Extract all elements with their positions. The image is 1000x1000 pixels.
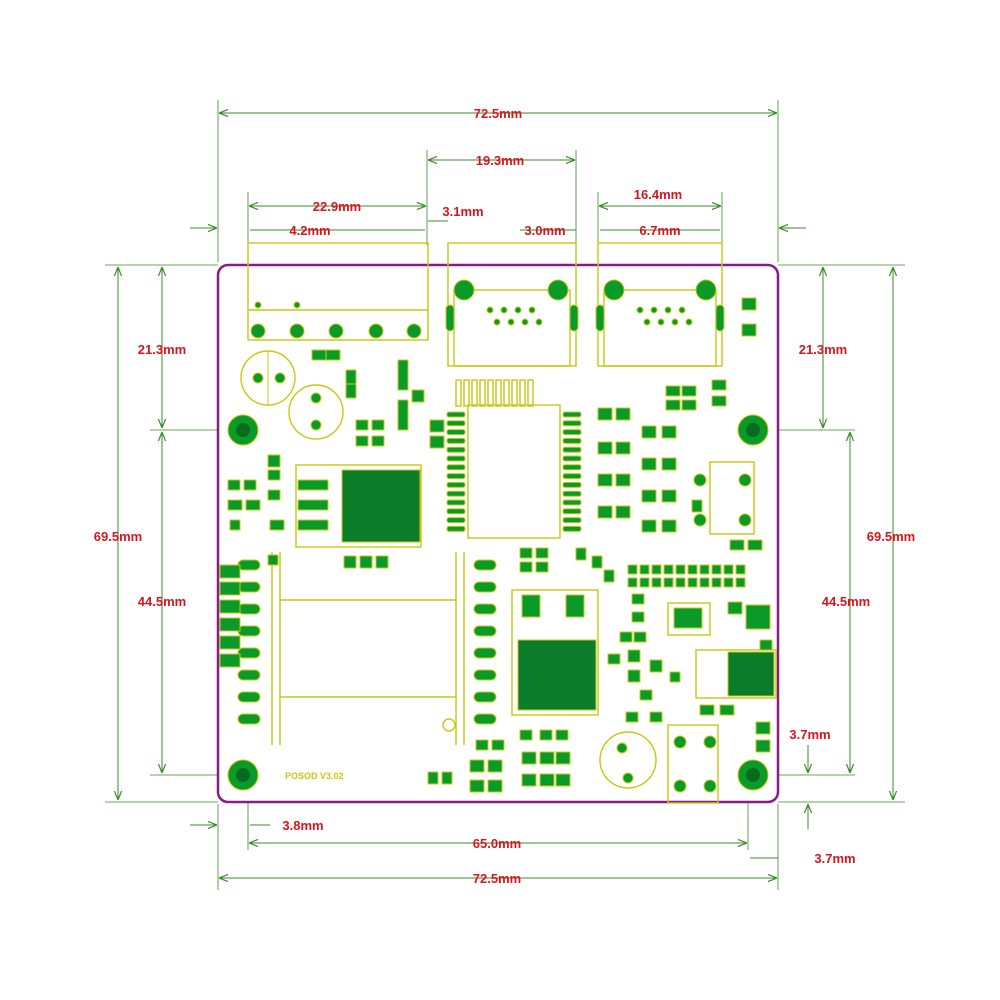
- left-edge-pads: [219, 564, 241, 668]
- dim-top-3-0: 3.0mm: [524, 223, 565, 238]
- dim-bottom-72-5: 72.5mm: [473, 871, 521, 886]
- main-chip: [446, 379, 582, 539]
- dim-left-21-3: 21.3mm: [138, 342, 186, 357]
- dim-top-6-7: 6.7mm: [639, 223, 680, 238]
- dim-right-44-5: 44.5mm: [822, 594, 870, 609]
- electrolytic-capacitors: [240, 350, 657, 789]
- dim-top-22-9: 22.9mm: [313, 199, 361, 214]
- dim-bottom-65-0: 65.0mm: [473, 836, 521, 851]
- top-right-pads: [741, 297, 757, 337]
- ethernet-port-1: [445, 242, 579, 367]
- dim-bottom-3-7: 3.7mm: [814, 851, 855, 866]
- mounting-holes: [227, 414, 769, 791]
- dim-left-44-5: 44.5mm: [138, 594, 186, 609]
- dim-top-16-4: 16.4mm: [634, 187, 682, 202]
- dim-left-69-5: 69.5mm: [94, 529, 142, 544]
- dimension-labels: 72.5mm 19.3mm 22.9mm 4.2mm 3.1mm 3.0mm 1…: [94, 106, 915, 886]
- bottom-switch: [667, 724, 719, 804]
- dim-right-21-3: 21.3mm: [799, 342, 847, 357]
- dim-top-3-1: 3.1mm: [442, 204, 483, 219]
- dim-right-69-5: 69.5mm: [867, 529, 915, 544]
- dim-top-4-2: 4.2mm: [289, 223, 330, 238]
- board-outline: [216, 263, 780, 804]
- dim-top-19-3: 19.3mm: [476, 153, 524, 168]
- dim-top-width: 72.5mm: [474, 106, 522, 121]
- ethernet-port-2: [595, 242, 725, 367]
- transformer: [237, 552, 497, 745]
- reset-button: [693, 461, 755, 535]
- dim-right-3-7: 3.7mm: [789, 727, 830, 742]
- dimension-lines: [105, 100, 905, 890]
- board-silk-label: POSOD V3.02: [285, 771, 344, 781]
- power-components: [295, 464, 777, 716]
- smd-components: [227, 349, 773, 793]
- dim-bottom-3-8: 3.8mm: [282, 818, 323, 833]
- power-terminal-block: [247, 242, 429, 341]
